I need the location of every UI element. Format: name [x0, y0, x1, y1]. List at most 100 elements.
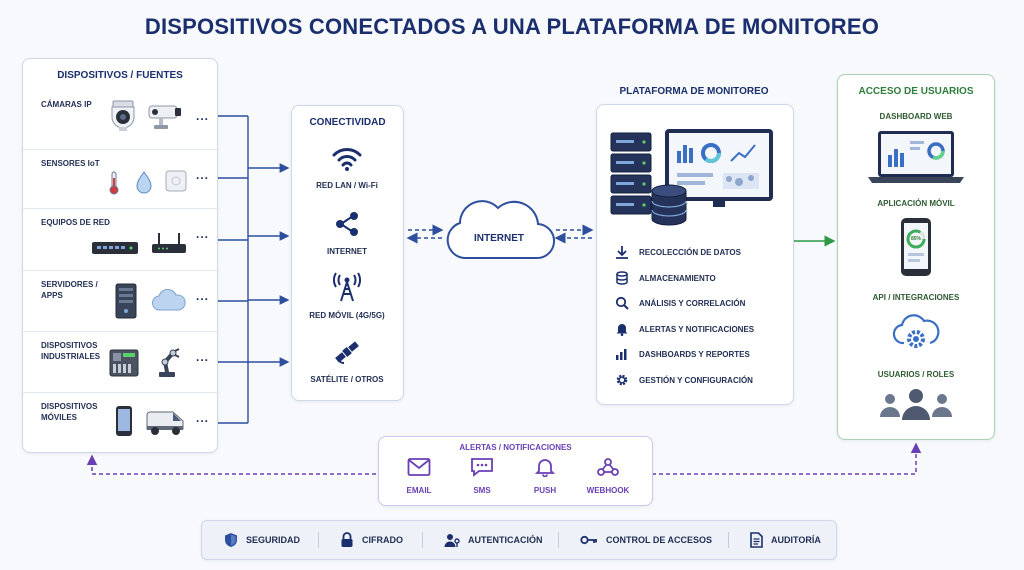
- security-divider: [558, 532, 559, 548]
- device-row-sensors: SENSORES IoT ...: [23, 149, 219, 208]
- gear-icon: [616, 374, 628, 386]
- security-item-label: CIFRADO: [362, 535, 403, 545]
- shield-icon: [225, 533, 237, 547]
- platform-item-alerts: ALERTAS Y NOTIFICACIONES: [615, 322, 754, 336]
- device-row-label: CÁMARAS IP: [41, 100, 92, 109]
- connectivity-panel-title: CONECTIVIDAD: [309, 117, 386, 128]
- webhook-icon: [597, 458, 619, 476]
- connectivity-item-satellite: SATÉLITE / OTROS: [292, 338, 402, 384]
- bell-icon: [616, 324, 628, 336]
- internet-cloud-icon: [446, 200, 555, 260]
- lock-icon: [341, 532, 353, 547]
- thermometer-icon: [109, 171, 119, 195]
- magnifier-icon: [615, 296, 629, 310]
- device-row-servers: SERVIDORES / APPS ...: [23, 270, 219, 329]
- user-key-icon: [444, 534, 460, 547]
- device-row-label: EQUIPOS DE RED: [41, 218, 110, 227]
- key-icon: [580, 535, 597, 545]
- cloud-gear-icon: [892, 314, 940, 348]
- connectivity-item-mobile: RED MÓVIL (4G/5G): [292, 272, 402, 320]
- user-access-panel: ACCESO DE USUARIOS DASHBOARD WEB APLICAC…: [837, 74, 995, 440]
- user-access-item-label: USUARIOS / ROLES: [877, 370, 955, 379]
- security-item-authentication: AUTENTICACIÓN: [444, 521, 543, 559]
- user-access-item-label: DASHBOARD WEB: [879, 112, 953, 121]
- alert-channel-email[interactable]: EMAIL: [389, 457, 449, 495]
- alert-channel-label: PUSH: [533, 486, 557, 495]
- security-divider: [728, 532, 729, 548]
- smartphone-icon: [116, 406, 132, 436]
- user-access-item-label: API / INTEGRACIONES: [872, 293, 960, 302]
- device-row-cameras: CÁMARAS IP ...: [23, 91, 219, 149]
- connectivity-panel: CONECTIVIDAD RED LAN / Wi-Fi INTERNET RE…: [291, 105, 404, 401]
- cell-tower-icon: [333, 272, 361, 302]
- mobile-app-icon: [901, 218, 931, 276]
- cloud-icon: [152, 289, 186, 311]
- bell-icon: [534, 459, 556, 478]
- alert-channel-webhook[interactable]: WEBHOOK: [578, 457, 638, 495]
- security-item-label: SEGURIDAD: [246, 535, 301, 545]
- device-row-industrial: DISPOSITIVOS INDUSTRIALES ...: [23, 331, 219, 390]
- security-bar: SEGURIDAD CIFRADO AUTENTICACIÓN CONTROL …: [201, 520, 837, 560]
- alert-channel-sms[interactable]: SMS: [452, 457, 512, 495]
- devices-panel-title: DISPOSITIVOS / FUENTES: [57, 70, 183, 81]
- network-switch-icon: [92, 242, 138, 254]
- connectivity-item-internet: INTERNET: [292, 210, 402, 256]
- alert-channel-label: WEBHOOK: [586, 486, 630, 495]
- alert-channel-label: EMAIL: [406, 486, 432, 495]
- platform-item-storage: ALMACENAMIENTO: [615, 271, 716, 285]
- platform-item-collection: RECOLECCIÓN DE DATOS: [615, 245, 741, 259]
- device-row-network: EQUIPOS DE RED ...: [23, 208, 219, 267]
- more-devices-dots[interactable]: ...: [195, 168, 209, 182]
- alerts-panel: ALERTAS / NOTIFICACIONES EMAIL SMS PUSH …: [378, 436, 653, 506]
- security-item-security: SEGURIDAD: [224, 521, 300, 559]
- security-item-encryption: CIFRADO: [340, 521, 403, 559]
- share-nodes-icon: [336, 212, 358, 236]
- more-devices-dots[interactable]: ...: [195, 350, 209, 364]
- wifi-icon: [332, 148, 362, 171]
- bar-chart-icon: [616, 349, 627, 360]
- alert-channel-label: SMS: [473, 486, 491, 495]
- user-access-item-label: APLICACIÓN MÓVIL: [877, 199, 955, 208]
- more-devices-dots[interactable]: ...: [195, 109, 209, 123]
- platform-item-dashboards: DASHBOARDS Y REPORTES: [615, 347, 750, 361]
- bullet-camera-icon: [148, 105, 181, 129]
- connectivity-item-lan: RED LAN / Wi-Fi: [292, 146, 402, 190]
- security-divider: [318, 532, 319, 548]
- internet-cloud-label: INTERNET: [474, 233, 524, 244]
- platform-item-label: ALERTAS Y NOTIFICACIONES: [639, 324, 755, 334]
- satellite-icon: [335, 341, 359, 364]
- connectivity-item-label: RED MÓVIL (4G/5G): [309, 311, 385, 320]
- security-divider: [422, 532, 423, 548]
- connectivity-item-label: INTERNET: [327, 247, 367, 256]
- device-row-label: DISPOSITIVOS MÓVILES: [41, 402, 98, 422]
- envelope-icon: [407, 458, 431, 476]
- device-row-label: SENSORES IoT: [41, 159, 100, 168]
- security-item-access-control: CONTROL DE ACCESOS: [580, 521, 712, 559]
- alert-channel-push[interactable]: PUSH: [515, 457, 575, 495]
- users-group-icon: [880, 389, 952, 420]
- app-gauge-value: 85%: [910, 236, 921, 242]
- user-access-panel-title: ACCESO DE USUARIOS: [858, 86, 974, 97]
- platform-item-label: ANÁLISIS Y CORRELACIÓN: [639, 298, 746, 308]
- alerts-panel-title: ALERTAS / NOTIFICACIONES: [459, 443, 572, 452]
- platform-item-config: GESTIÓN Y CONFIGURACIÓN: [615, 373, 753, 387]
- download-icon: [616, 246, 628, 259]
- platform-panel-title: PLATAFORMA DE MONITOREO: [619, 86, 769, 97]
- robot-arm-icon: [159, 348, 180, 377]
- more-devices-dots[interactable]: ...: [195, 411, 209, 425]
- devices-panel: DISPOSITIVOS / FUENTES CÁMARAS IP ... SE…: [22, 58, 219, 453]
- plc-icon: [109, 349, 139, 377]
- security-item-audit: AUDITORÍA: [750, 521, 821, 559]
- connectivity-item-label: SATÉLITE / OTROS: [310, 375, 384, 384]
- platform-panel: RECOLECCIÓN DE DATOS ALMACENAMIENTO ANÁL…: [596, 104, 794, 405]
- platform-item-label: RECOLECCIÓN DE DATOS: [639, 247, 741, 257]
- document-icon: [750, 532, 763, 548]
- sensor-box-icon: [165, 170, 187, 192]
- sms-icon: [471, 458, 493, 477]
- server-rack-icon: [610, 132, 652, 215]
- more-devices-dots[interactable]: ...: [195, 227, 209, 241]
- platform-item-label: ALMACENAMIENTO: [639, 273, 716, 283]
- more-devices-dots[interactable]: ...: [195, 289, 209, 303]
- database-cylinder-icon: [651, 184, 687, 226]
